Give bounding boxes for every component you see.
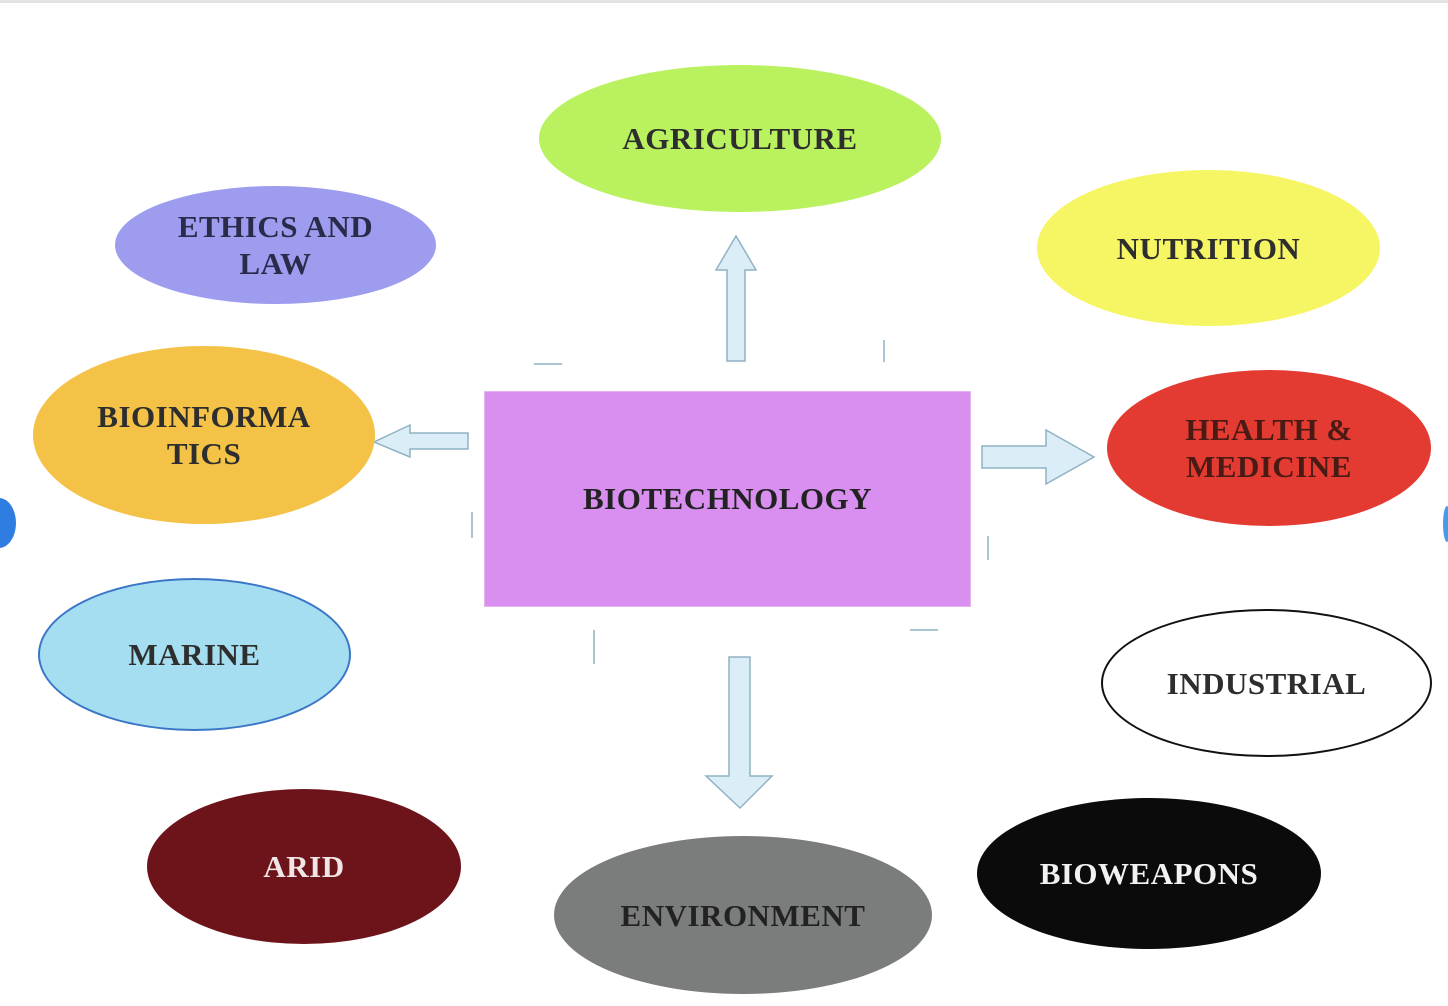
bioweapons-label: BIOWEAPONS xyxy=(1039,856,1259,891)
ethics-label-line2: LAW xyxy=(239,246,312,281)
bioinformatics-label-line1: BIOINFORMA xyxy=(97,399,311,434)
environment-label: ENVIRONMENT xyxy=(620,897,866,933)
node-agriculture: AGRICULTURE xyxy=(539,65,941,212)
node-industrial: INDUSTRIAL xyxy=(1101,609,1432,757)
arrow-to-environment xyxy=(704,656,774,810)
node-health-medicine: HEALTH & MEDICINE xyxy=(1107,370,1431,526)
node-nutrition: NUTRITION xyxy=(1037,170,1380,326)
agriculture-label: AGRICULTURE xyxy=(622,121,858,156)
carousel-prev-dot[interactable] xyxy=(0,498,16,548)
biotechnology-center-box: BIOTECHNOLOGY xyxy=(484,391,971,607)
health-label-line2: MEDICINE xyxy=(1186,449,1352,484)
arrow-to-health xyxy=(981,428,1096,486)
node-bioweapons: BIOWEAPONS xyxy=(977,798,1321,949)
arrow-to-agriculture xyxy=(714,234,758,362)
node-environment: ENVIRONMENT xyxy=(554,836,932,994)
center-label: BIOTECHNOLOGY xyxy=(583,481,872,516)
node-ethics-and-law: ETHICS AND LAW xyxy=(115,186,436,304)
node-marine: MARINE xyxy=(38,578,351,731)
industrial-label: INDUSTRIAL xyxy=(1166,665,1367,701)
health-label-line1: HEALTH & xyxy=(1185,412,1353,447)
marine-label: MARINE xyxy=(128,637,261,672)
ethics-label-line1: ETHICS AND xyxy=(177,209,374,244)
carousel-next-dot[interactable] xyxy=(1443,506,1448,542)
arrow-to-bioinformatics xyxy=(372,423,469,459)
node-arid: ARID xyxy=(147,789,461,944)
arid-label: ARID xyxy=(263,849,345,884)
node-bioinformatics: BIOINFORMA TICS xyxy=(33,346,375,524)
nutrition-label: NUTRITION xyxy=(1116,230,1301,266)
bioinformatics-label-line2: TICS xyxy=(166,436,242,471)
top-border-line xyxy=(0,0,1448,3)
